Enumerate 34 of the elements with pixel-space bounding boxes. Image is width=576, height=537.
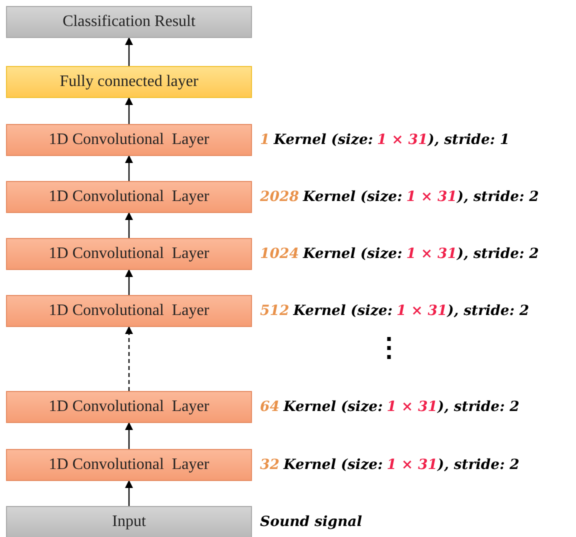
layer-name: 1D Convolutional Layer — [48, 455, 210, 475]
arrow — [125, 155, 133, 181]
arrow — [125, 37, 133, 66]
kernel-spec: 64 Kernel (size: 1 × 31), stride: 2 — [260, 398, 520, 416]
kernel-spec: 32 Kernel (size: 1 × 31), stride: 2 — [260, 456, 520, 474]
arrow — [125, 422, 133, 449]
layer-name: Input — [112, 512, 146, 532]
layer-name: 1D Convolutional Layer — [48, 244, 210, 264]
layer-box — [6, 181, 252, 213]
input-description: Sound signal — [260, 512, 362, 532]
ellipsis-mark: ⋮ — [376, 335, 402, 361]
arrow — [125, 480, 133, 506]
layer-name: 1D Convolutional Layer — [48, 301, 210, 321]
layer-name: 1D Convolutional Layer — [48, 397, 210, 417]
layer-name: 1D Convolutional Layer — [48, 187, 210, 207]
layer-box — [6, 6, 252, 38]
layer-box — [6, 295, 252, 327]
arrow — [125, 97, 133, 124]
layer-name: Fully connected layer — [60, 72, 198, 92]
arrow — [125, 326, 133, 391]
kernel-spec: 512 Kernel (size: 1 × 31), stride: 2 — [260, 302, 530, 320]
layer-name: Classification Result — [62, 12, 196, 32]
layer-box — [6, 124, 252, 156]
layer-box — [6, 506, 252, 537]
kernel-spec: 1 Kernel (size: 1 × 31), stride: 1 — [260, 130, 510, 150]
layer-box — [6, 238, 252, 270]
kernel-spec: 1024 Kernel (size: 1 × 31), stride: 2 — [260, 244, 539, 264]
arrow — [125, 212, 133, 238]
kernel-spec: 2028 Kernel (size: 1 × 31), stride: 2 — [260, 188, 539, 206]
layer-box — [6, 66, 252, 98]
layer-box — [6, 449, 252, 481]
arrow — [125, 269, 133, 295]
layer-box — [6, 391, 252, 423]
layer-name: 1D Convolutional Layer — [48, 130, 210, 150]
